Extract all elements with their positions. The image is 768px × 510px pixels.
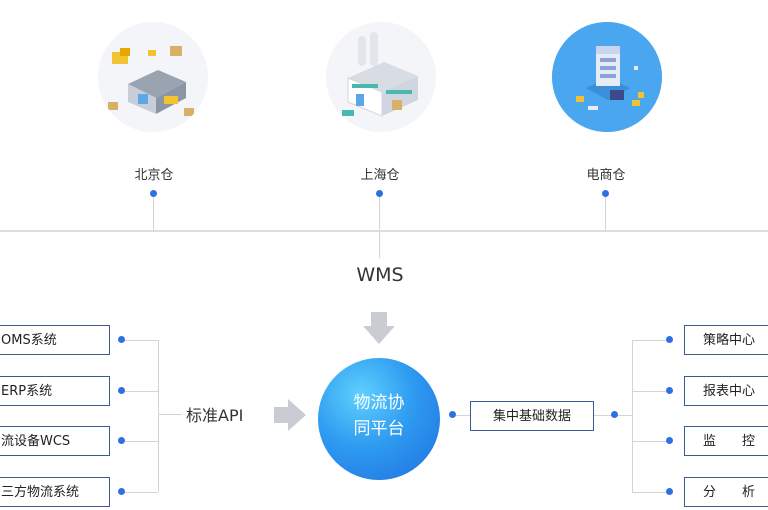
module-analysis: 分 析 [684,477,768,507]
connector-dot [602,190,609,197]
left-system-3pl: 三方物流系统 [0,477,110,507]
connector-dot [666,488,673,495]
connector-beijing [153,196,154,230]
warehouse-label-beijing: 北京仓 [134,168,174,183]
module-strategy-center: 策略中心 [684,325,768,355]
connector-dot [611,411,618,418]
bracket-line [632,391,666,392]
standard-api-label: 标准API [186,406,244,425]
bracket-line [125,441,158,442]
warehouse-label-ecommerce: 电商仓 [586,168,626,183]
connector-dot [118,488,125,495]
left-system-oms: OMS系统 [0,325,110,355]
left-system-erp: ERP系统 [0,376,110,406]
connector-line [456,415,470,416]
bracket-line [632,340,666,341]
bracket-line [632,441,666,442]
beijing-warehouse-illustration [98,22,208,132]
connector-dot [376,190,383,197]
connector-dot [118,336,125,343]
shanghai-warehouse-illustration [326,22,436,132]
bracket-vertical [158,340,159,492]
bracket-line [125,391,158,392]
connector-dot [449,411,456,418]
module-monitoring: 监 控 [684,426,768,456]
connector-dot [118,387,125,394]
connector-dot [666,336,673,343]
bracket-vertical [632,340,633,492]
logistics-platform: 物流协 同平台 [318,358,440,480]
right-arrow-icon [274,399,306,431]
ecommerce-warehouse-illustration [552,22,662,132]
module-report-center: 报表中心 [684,376,768,406]
left-system-wcs: 流设备WCS [0,426,110,456]
platform-label-line2: 同平台 [353,419,405,439]
bracket-line [632,492,666,493]
connector-dot [666,437,673,444]
bracket-line [158,414,182,415]
connector-shanghai [379,196,380,258]
centralized-data-box: 集中基础数据 [470,401,594,431]
connector-dot [150,190,157,197]
wms-label: WMS [356,264,404,286]
connector-dot [118,437,125,444]
connector-dot [666,387,673,394]
connector-ecommerce [605,196,606,230]
bus-line [0,230,768,232]
down-arrow-icon [363,312,395,344]
bracket-line [125,492,158,493]
warehouse-label-shanghai: 上海仓 [360,168,400,183]
platform-label-line1: 物流协 [353,393,405,413]
bracket-line [125,340,158,341]
